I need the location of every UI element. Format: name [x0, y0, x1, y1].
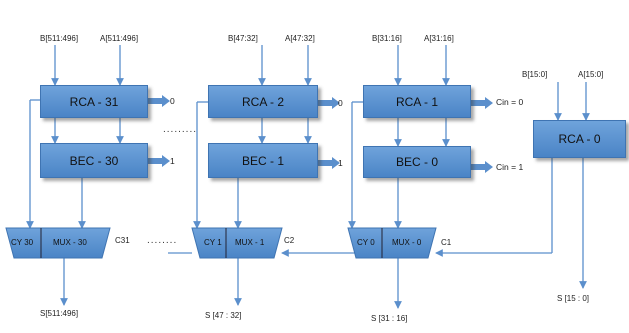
carry-out-label: C2 — [284, 236, 295, 245]
a-input-label: A[47:32] — [285, 34, 315, 43]
b-input-label: B[15:0] — [522, 70, 548, 79]
sum-output-label: S[511:496] — [40, 309, 79, 318]
carry-out-label: C1 — [441, 238, 452, 247]
rca-cin-label: 0 — [338, 98, 343, 108]
mux-label: MUX - 1 — [235, 238, 265, 247]
b-input-label: B[511:496] — [40, 34, 79, 43]
stage-ellipsis-upper: ......... — [163, 124, 198, 135]
bec-cin-label: Cin = 1 — [496, 162, 524, 172]
bec-cin-label: 1 — [170, 156, 175, 166]
b-input-label: B[31:16] — [372, 34, 402, 43]
stage-ellipsis-lower: ........ — [147, 235, 178, 246]
rca-block: RCA - 1 — [363, 85, 471, 118]
sum-output-label: S [15 : 0] — [557, 294, 590, 303]
bec-block: BEC - 1 — [208, 143, 318, 178]
sum-output-label: S [47 : 32] — [205, 311, 242, 320]
rca-cin-label: 0 — [170, 96, 175, 106]
bec-block: BEC - 30 — [40, 143, 148, 178]
rca-block: RCA - 31 — [40, 85, 148, 118]
mux-label: MUX - 30 — [53, 238, 87, 247]
mux-label: MUX - 0 — [392, 238, 422, 247]
bec-block: BEC - 0 — [363, 146, 471, 178]
rca-cin-label: Cin = 0 — [496, 97, 524, 107]
rca-block: RCA - 2 — [208, 85, 318, 118]
rca-0-block: RCA - 0 — [533, 120, 626, 158]
a-input-label: A[511:496] — [100, 34, 139, 43]
bec-cin-label: 1 — [338, 158, 343, 168]
mux-cy-label: CY 0 — [357, 238, 375, 247]
b-input-label: B[47:32] — [228, 34, 258, 43]
carry-out-label: C31 — [115, 236, 130, 245]
sum-output-label: S [31 : 16] — [371, 314, 408, 323]
a-input-label: A[31:16] — [424, 34, 454, 43]
a-input-label: A[15:0] — [578, 70, 604, 79]
mux-cy-label: CY 30 — [11, 238, 34, 247]
mux-cy-label: CY 1 — [204, 238, 222, 247]
